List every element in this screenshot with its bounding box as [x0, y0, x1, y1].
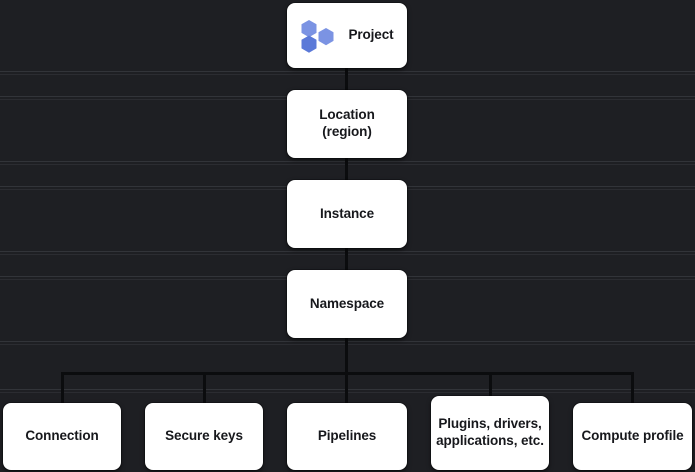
connector-location-instance: [345, 158, 348, 180]
node-compute-profile-label: Compute profile: [581, 428, 684, 444]
node-project-label: Project: [348, 27, 394, 43]
connector-project-location: [345, 68, 348, 90]
node-pipelines[interactable]: Pipelines: [287, 403, 407, 470]
node-plugins[interactable]: Plugins, drivers, applications, etc.: [431, 396, 549, 470]
connector-branch-secure-keys: [203, 372, 206, 403]
node-instance[interactable]: Instance: [287, 180, 407, 248]
connector-branch-bar: [61, 372, 633, 375]
background-rule: [0, 164, 695, 165]
background-rule: [0, 392, 695, 393]
node-connection-label: Connection: [25, 428, 99, 444]
background-rule: [0, 74, 695, 75]
connector-branch-pipelines: [345, 372, 348, 403]
background-rule: [0, 251, 695, 252]
node-secure-keys-label: Secure keys: [165, 428, 243, 444]
node-connection[interactable]: Connection: [3, 403, 121, 470]
background-rule: [0, 344, 695, 345]
connector-branch-compute-profile: [631, 372, 634, 403]
hexagon-cluster-icon: [301, 19, 334, 53]
connector-instance-namespace: [345, 248, 348, 270]
node-compute-profile[interactable]: Compute profile: [573, 403, 692, 470]
node-location[interactable]: Location (region): [287, 90, 407, 158]
node-location-label: Location (region): [319, 107, 375, 139]
background-rule: [0, 161, 695, 162]
node-plugins-label: Plugins, drivers, applications, etc.: [436, 416, 544, 448]
node-pipelines-label: Pipelines: [317, 428, 377, 444]
connector-namespace-branch: [345, 338, 348, 372]
connector-branch-connection: [61, 372, 64, 403]
node-namespace[interactable]: Namespace: [287, 270, 407, 338]
background-rule: [0, 341, 695, 342]
node-instance-label: Instance: [320, 205, 374, 221]
node-secure-keys[interactable]: Secure keys: [145, 403, 263, 470]
node-project[interactable]: Project: [287, 3, 407, 68]
background-rule: [0, 254, 695, 255]
background-rule: [0, 389, 695, 390]
node-namespace-label: Namespace: [309, 295, 385, 311]
background-rule: [0, 71, 695, 72]
